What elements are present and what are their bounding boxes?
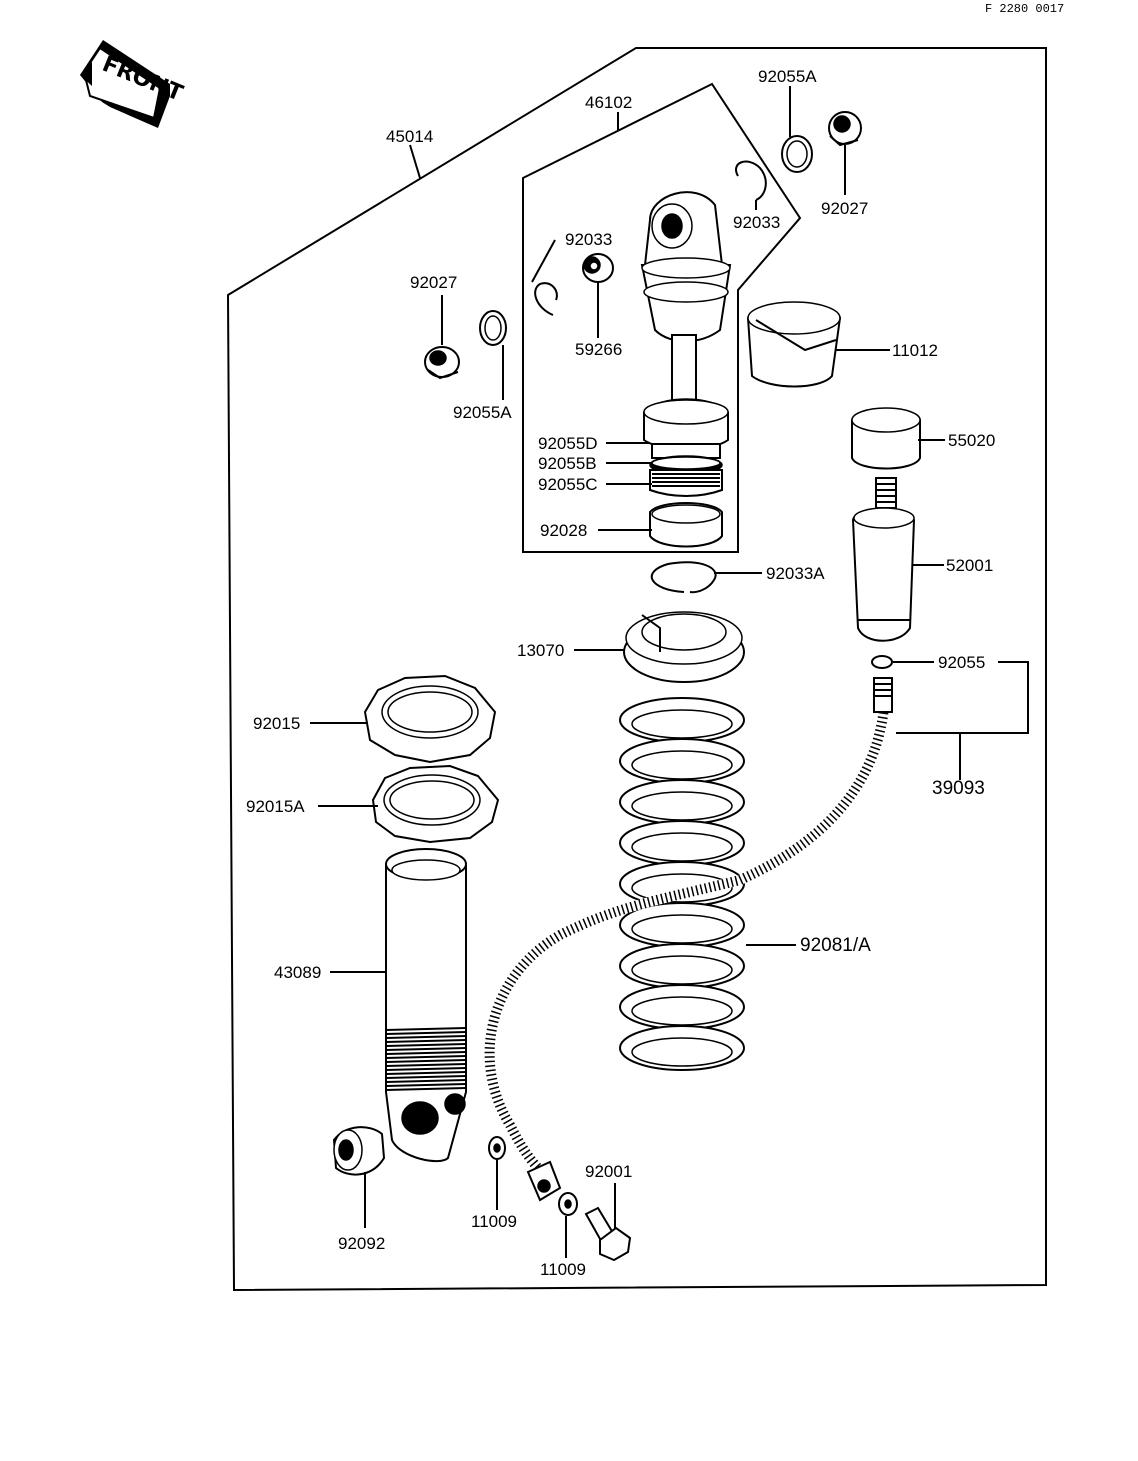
- bushing-92027-left: [424, 346, 460, 380]
- assembly-outline-46102: [522, 82, 802, 553]
- label-92055: 92055: [938, 653, 985, 672]
- spring-coil-inner: [631, 791, 733, 821]
- cap-11012: [746, 301, 842, 388]
- label-92033-left: 92033: [565, 230, 612, 249]
- label-43089: 43089: [274, 963, 321, 982]
- label-46102: 46102: [585, 93, 632, 112]
- spring-coil-inner: [631, 709, 733, 739]
- label-45014: 45014: [386, 127, 433, 146]
- label-92033A: 92033A: [766, 564, 825, 583]
- label-92033-top: 92033: [733, 213, 780, 232]
- label-92027-left: 92027: [410, 273, 457, 292]
- bushing-92092: [332, 1126, 386, 1176]
- spring-coil-inner: [631, 914, 733, 944]
- hose-39093: [484, 677, 893, 1202]
- part-number-labels: 45014 46102 92055A 92033 92027 92033 920…: [246, 67, 995, 1279]
- label-11009-a: 11009: [471, 1212, 517, 1231]
- label-39093: 39093: [932, 778, 985, 799]
- damper-rod-assembly: [640, 191, 732, 450]
- snap-ring-92033A: [650, 561, 717, 594]
- label-52001: 52001: [946, 556, 993, 575]
- label-92055D: 92055D: [538, 434, 598, 453]
- label-92055C: 92055C: [538, 475, 598, 494]
- piston-rings: [649, 443, 723, 497]
- snap-ring-92033-top: [735, 160, 767, 201]
- banjo-bolt-92001: [584, 1206, 632, 1262]
- label-92092: 92092: [338, 1234, 385, 1253]
- label-92055B: 92055B: [538, 454, 597, 473]
- front-arrow-icon: FRONT: [80, 40, 186, 128]
- spring-coil-inner: [631, 1037, 733, 1067]
- assembly-outline-45014: [226, 47, 1047, 1292]
- document-code: F 2280 0017: [985, 2, 1064, 16]
- o-ring-92055: [871, 655, 893, 669]
- label-92055A-top: 92055A: [758, 67, 817, 86]
- locknut-92015A: [371, 764, 500, 844]
- reservoir-52001: [851, 477, 916, 642]
- label-11012: 11012: [892, 341, 938, 360]
- leader-lines: [310, 86, 1029, 1258]
- label-92055A-left: 92055A: [453, 403, 512, 422]
- cap-55020: [851, 407, 921, 470]
- locknut-92015: [363, 674, 497, 764]
- label-55020: 55020: [948, 431, 995, 450]
- label-11009-b: 11009: [540, 1260, 586, 1279]
- snap-ring-92033-left: [534, 282, 558, 316]
- collar-59266: [582, 253, 614, 283]
- label-92028: 92028: [540, 521, 587, 540]
- label-92001: 92001: [585, 1162, 632, 1181]
- label-92027-top: 92027: [821, 199, 868, 218]
- spring-seat-13070: [623, 611, 745, 683]
- label-92081A: 92081/A: [800, 935, 871, 956]
- label-59266: 59266: [575, 340, 622, 359]
- label-92015A: 92015A: [246, 797, 305, 816]
- shock-body-43089: [385, 848, 467, 1163]
- label-13070: 13070: [517, 641, 564, 660]
- ring-92028: [649, 502, 723, 548]
- bushing-92027-top: [828, 111, 862, 147]
- spring-coil-inner: [631, 996, 733, 1026]
- spring-coil-inner: [631, 955, 733, 985]
- label-92015: 92015: [253, 714, 300, 733]
- spring-coil-inner: [631, 750, 733, 780]
- coil-spring-92081A: [619, 697, 745, 1071]
- spring-coil-inner: [631, 832, 733, 862]
